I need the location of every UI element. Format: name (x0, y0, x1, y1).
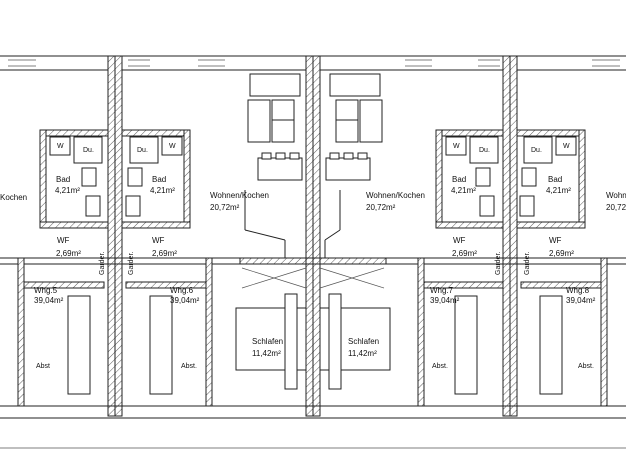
storage-label: Abst. (181, 363, 197, 370)
wardrobe-label: Garder. (495, 252, 502, 275)
unit-name: Whg.5 (34, 286, 58, 295)
hall-area: 2,69m² (549, 249, 574, 258)
bath-label: Bad (548, 175, 562, 184)
bottom-wall (0, 405, 626, 449)
hall-area: 2,69m² (452, 249, 477, 258)
shower-label: Du. (479, 147, 490, 154)
hall-label: WF (549, 236, 562, 245)
bedroom-beds (235, 293, 391, 390)
living-area-right: 20,72m² (366, 203, 396, 212)
wardrobe-label: Garder. (524, 252, 531, 275)
bathroom-unit-5 (39, 129, 109, 229)
storage-label: Abst (36, 363, 50, 370)
hall-label: WF (57, 236, 70, 245)
unit-area: 39,04m² (170, 296, 200, 305)
bathroom-unit-7 (435, 129, 504, 229)
bedroom-area-right: 11,42m² (348, 349, 377, 358)
shower-label: Du. (531, 147, 542, 154)
unit-name: Whg.6 (170, 286, 194, 295)
living-label-left: Wohnen/Kochen (210, 191, 269, 200)
unit-area: 39,04m² (566, 296, 596, 305)
unit-8-labels: Du. W Bad 4,21m² WF 2,69m² Garder. Whg.8… (524, 143, 626, 370)
storage-label: Abst. (578, 363, 594, 370)
bathroom-unit-6 (121, 129, 191, 229)
sofa-right (329, 73, 383, 143)
wardrobe-label: Garder. (128, 252, 135, 275)
wardrobe-label: Garder. (99, 252, 106, 275)
hall-label: WF (453, 236, 466, 245)
bath-area: 4,21m² (55, 186, 80, 195)
bath-area: 4,21m² (451, 186, 476, 195)
living-area-cut-right: 20,72r (606, 203, 626, 212)
unit-area: 39,04m² (430, 296, 460, 305)
unit-name: Whg.7 (430, 286, 454, 295)
party-walls (107, 55, 518, 417)
washer-label: W (169, 143, 176, 150)
unit-area: 39,04m² (34, 296, 64, 305)
storage-walls (17, 257, 608, 407)
washer-label: W (563, 143, 570, 150)
bath-label: Bad (452, 175, 466, 184)
hall-wall (0, 257, 626, 289)
living-label-cut: Kochen (0, 193, 27, 202)
living-label-cut-right: Wohne (606, 191, 626, 200)
hall-label: WF (152, 236, 165, 245)
bath-label: Bad (56, 175, 70, 184)
unit-5-labels: Kochen W Du. Bad 4,21m² WF 2,69m² Garder… (0, 143, 106, 370)
unit-6-labels: Du. W Bad 4,21m² WF 2,69m² Garder. Whg.6… (128, 143, 200, 370)
living-label-right: Wohnen/Kochen (366, 191, 425, 200)
kitchen-walls-center (244, 190, 341, 258)
unit-name: Whg.8 (566, 286, 590, 295)
bedroom-label-left: Schlafen (252, 337, 283, 346)
bathroom-unit-8 (516, 129, 586, 229)
bath-area: 4,21m² (546, 186, 571, 195)
shower-label: Du. (137, 147, 148, 154)
hall-area: 2,69m² (152, 249, 177, 258)
living-area-left: 20,72m² (210, 203, 240, 212)
bath-area: 4,21m² (150, 186, 175, 195)
center-labels: Wohnen/Kochen 20,72m² Wohnen/Kochen 20,7… (210, 191, 425, 358)
bath-label: Bad (152, 175, 166, 184)
bedroom-area-left: 11,42m² (252, 349, 281, 358)
bedroom-label-right: Schlafen (348, 337, 379, 346)
unit-7-labels: W Du. Bad 4,21m² WF 2,69m² Garder. Whg.7… (430, 143, 502, 370)
window-strips (8, 59, 620, 67)
storage-label: Abst. (432, 363, 448, 370)
dining-tables (257, 152, 371, 181)
washer-label: W (57, 143, 64, 150)
washer-label: W (453, 143, 460, 150)
sofa-left (247, 73, 301, 143)
hall-area: 2,69m² (56, 249, 81, 258)
shower-label: Du. (83, 147, 94, 154)
